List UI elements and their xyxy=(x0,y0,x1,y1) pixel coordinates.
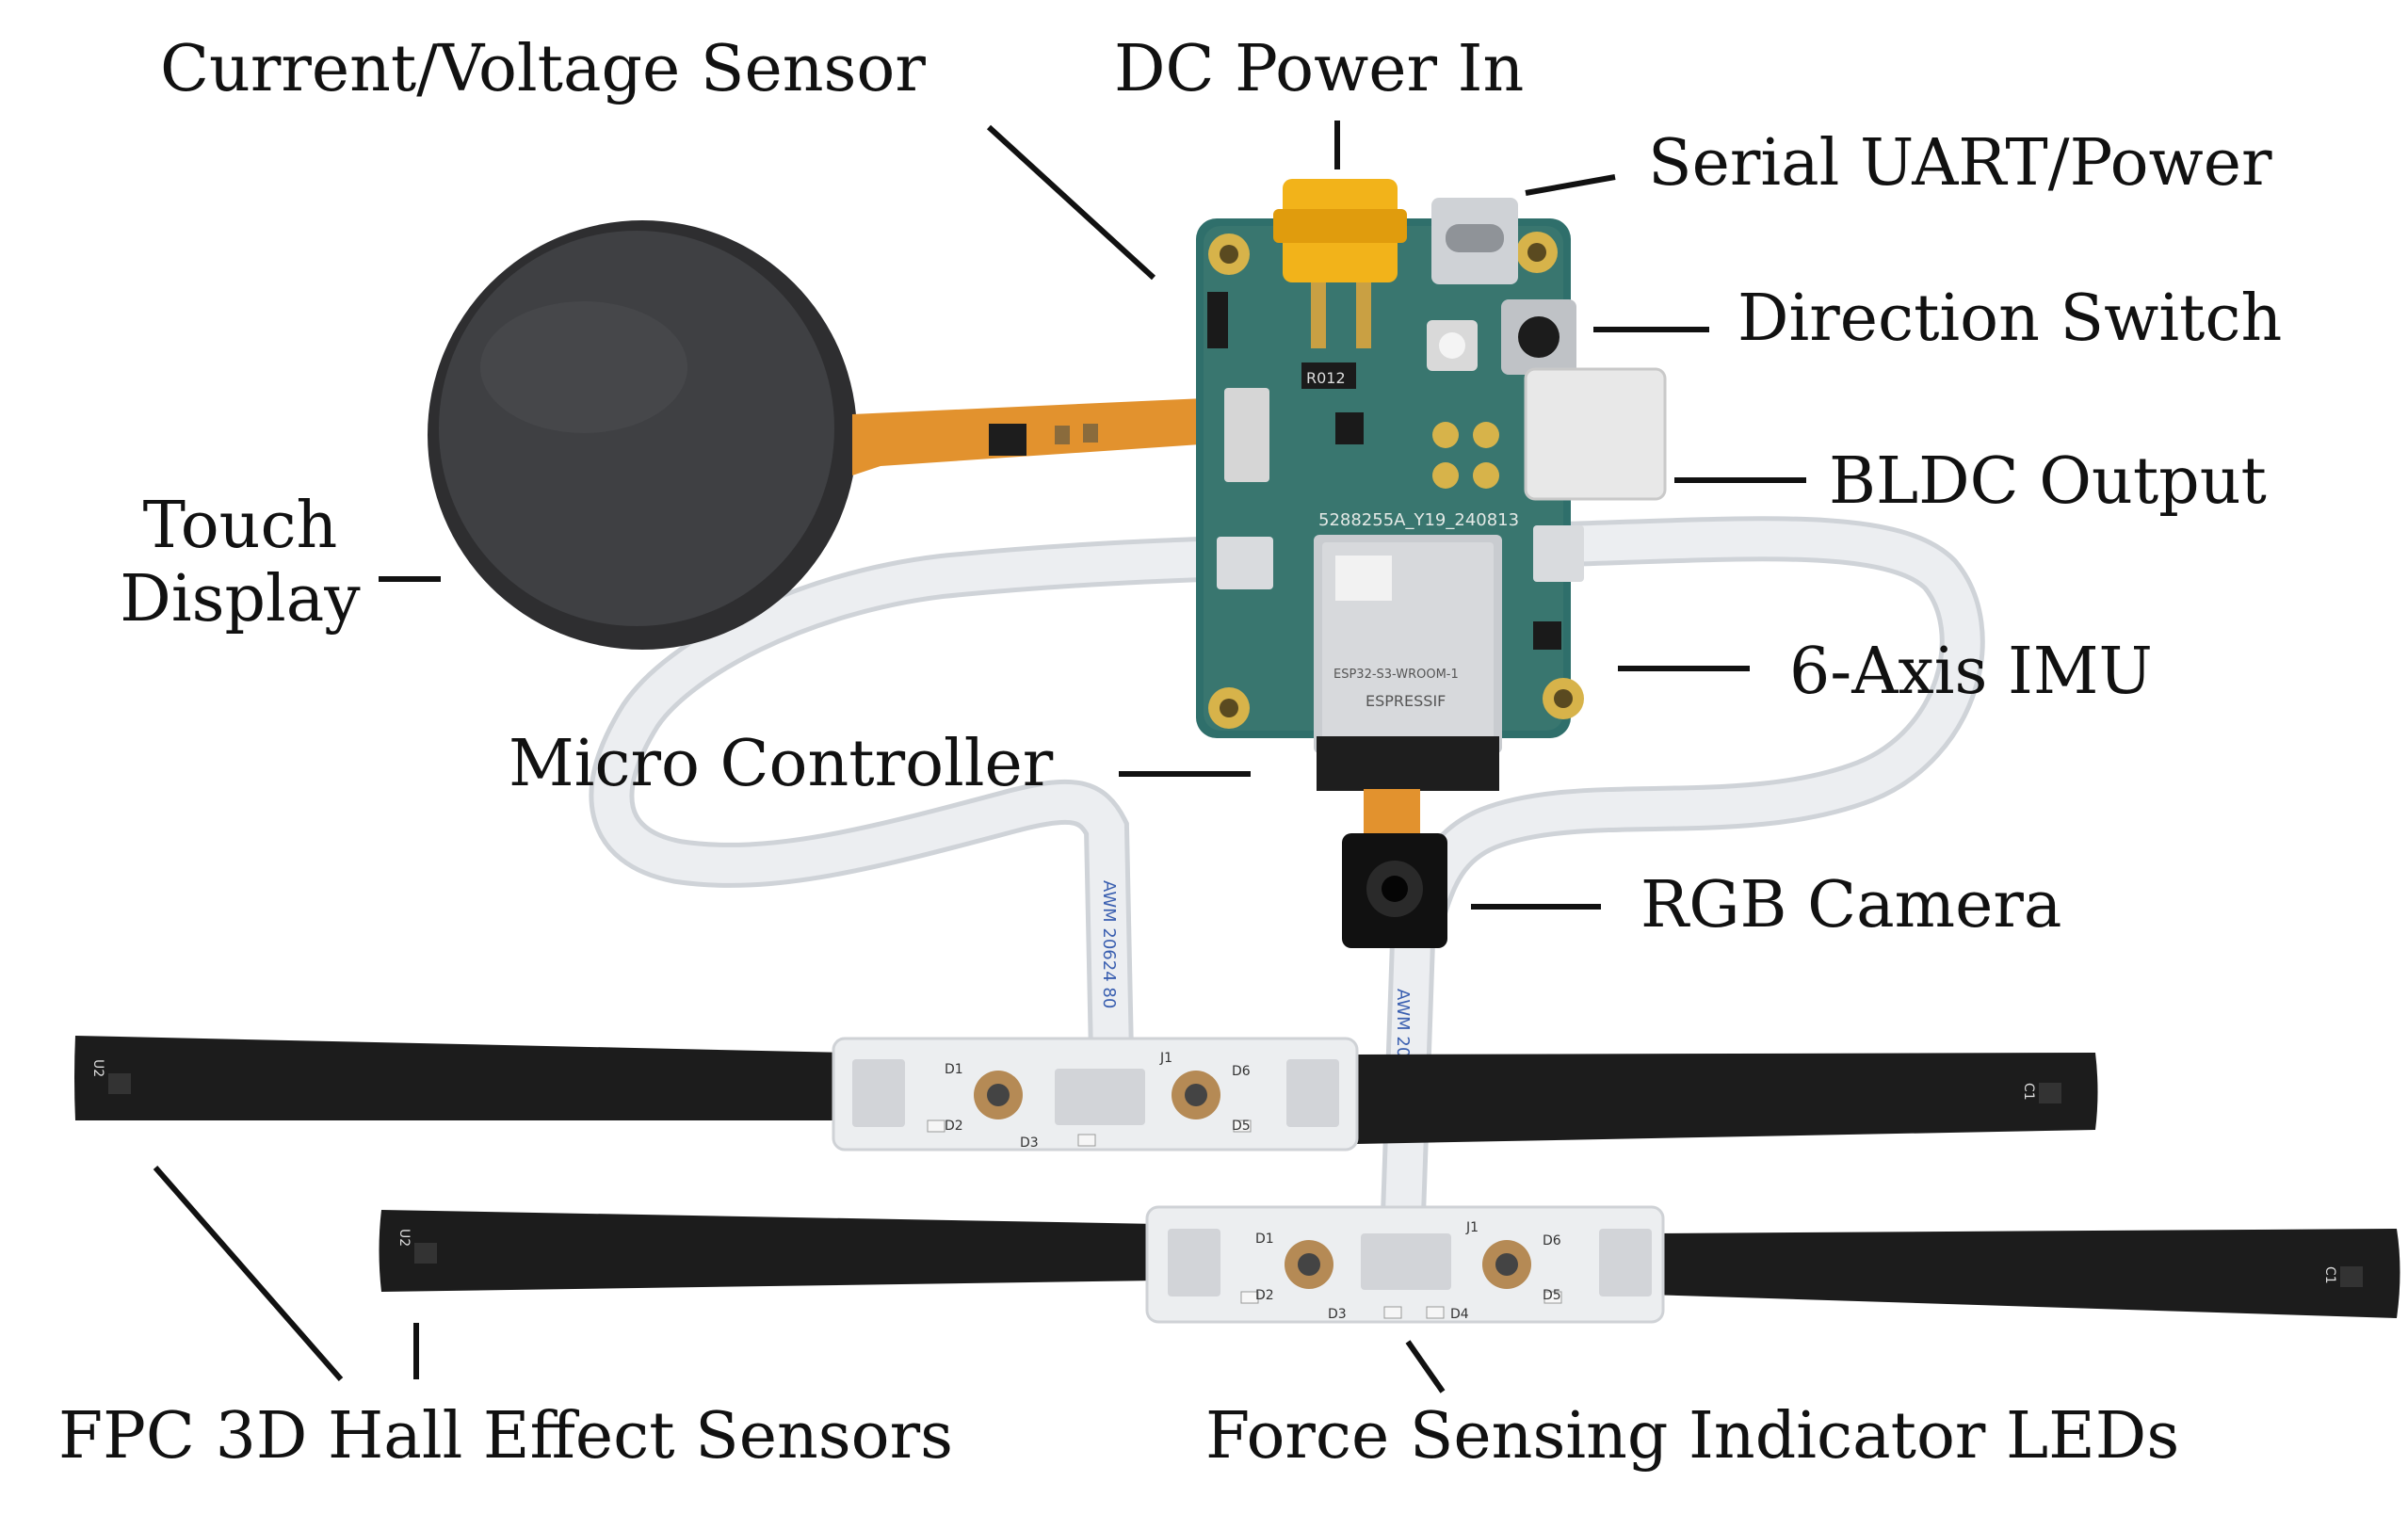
upper-d2-label: D2 xyxy=(945,1119,963,1134)
lower-right-c1-label: C1 xyxy=(2322,1266,2337,1284)
usb-c-connector xyxy=(1431,198,1518,284)
lower-d3-label: D3 xyxy=(1328,1307,1347,1322)
leader-lines xyxy=(153,121,1806,1393)
upper-d5-label: D5 xyxy=(1232,1119,1251,1134)
lower-led xyxy=(1426,1306,1445,1319)
cable-print-awm-upper: AWM 20624 80 xyxy=(1099,880,1119,1008)
board-id-label: 5288255A_Y19_240813 xyxy=(1318,510,1519,530)
lower-sensor-chip-left xyxy=(414,1243,437,1264)
mounting-holes xyxy=(1208,232,1584,729)
lower-d1-label: D1 xyxy=(1255,1232,1274,1247)
upper-flex-right xyxy=(1356,1053,2098,1144)
label-display: Display xyxy=(120,562,361,637)
microcontroller-module: ESP32-S3-WROOM-1 ESPRESSIF xyxy=(1314,535,1502,791)
leader-force-leds xyxy=(1405,1340,1446,1393)
mcu-brand-label: ESPRESSIF xyxy=(1366,692,1446,710)
upper-led xyxy=(1233,1119,1252,1133)
label-touch: Touch xyxy=(142,489,338,563)
upper-d3-label: D3 xyxy=(1020,1135,1039,1151)
lower-j1-label: J1 xyxy=(1465,1220,1479,1235)
touch-display-glass xyxy=(439,231,834,626)
upper-d6-label: D6 xyxy=(1232,1064,1251,1079)
display-connector xyxy=(1224,388,1269,482)
upper-d1-label: D1 xyxy=(945,1062,963,1077)
bldc-output-connector xyxy=(1524,367,1667,501)
label-fpc-hall-sensors: FPC 3D Hall Effect Sensors xyxy=(58,1399,954,1474)
upper-led xyxy=(927,1119,945,1133)
lower-d4-label: D4 xyxy=(1450,1307,1469,1322)
label-rgb-camera: RGB Camera xyxy=(1640,868,2062,942)
upper-left-u2-label: U2 xyxy=(90,1059,105,1077)
upper-connector-j3 xyxy=(852,1059,905,1127)
lower-d5-label: D5 xyxy=(1543,1288,1561,1303)
touch-display xyxy=(428,220,857,650)
upper-led xyxy=(1077,1134,1096,1147)
main-pcb: R012 5288255A_Y19_240813 ESP32-S3-WROOM-… xyxy=(1196,179,1667,791)
leader-current-voltage xyxy=(986,124,1156,281)
ribbon-cables xyxy=(589,516,1985,1237)
lower-connector-j2 xyxy=(1599,1229,1652,1296)
leader-hall-sensor-a xyxy=(153,1166,344,1381)
label-six-axis-imu: 6-Axis IMU xyxy=(1789,635,2153,709)
upper-connector-j2 xyxy=(1286,1059,1339,1127)
shunt-resistor xyxy=(1301,362,1356,389)
lower-sensor-chip-right xyxy=(2340,1266,2363,1287)
antenna-area xyxy=(1317,736,1499,791)
upper-flex-left xyxy=(74,1036,848,1120)
resistor-label: R012 xyxy=(1306,369,1346,387)
upper-sensor-strip: U2 C1 J1 D1 D2 D3 D5 D6 xyxy=(74,1036,2098,1152)
upper-sensor-chip-left xyxy=(108,1073,131,1094)
lower-led xyxy=(1543,1291,1562,1304)
direction-switch xyxy=(1501,299,1576,375)
lower-flex-left xyxy=(379,1210,1158,1292)
lower-d6-label: D6 xyxy=(1543,1233,1561,1248)
label-touch-display: Touch Display xyxy=(104,489,377,637)
display-fpc xyxy=(852,397,1229,475)
mcu-module-label: ESP32-S3-WROOM-1 xyxy=(1333,668,1459,682)
upper-j1-label: J1 xyxy=(1159,1051,1172,1066)
lower-led-board: J1 D1 D2 D3 D4 D5 D6 xyxy=(1145,1205,1665,1324)
label-current-voltage-sensor: Current/Voltage Sensor xyxy=(160,32,926,106)
lower-sensor-strip: U2 C1 J1 D1 D2 D3 D4 D5 D6 xyxy=(379,1205,2400,1324)
leader-serial-uart xyxy=(1525,174,1616,196)
label-force-sensing-leds: Force Sensing Indicator LEDs xyxy=(1205,1399,2180,1474)
imu-chip xyxy=(1533,621,1561,650)
label-micro-controller: Micro Controller xyxy=(509,727,1054,801)
label-bldc-output: BLDC Output xyxy=(1829,444,2267,519)
lower-led xyxy=(1240,1291,1259,1304)
label-serial-uart-power: Serial UART/Power xyxy=(1648,126,2272,201)
label-dc-power-in: DC Power In xyxy=(1114,32,1525,106)
rgb-camera xyxy=(1342,789,1447,948)
lower-connector-j3 xyxy=(1168,1229,1220,1296)
upper-connector-j1 xyxy=(1055,1069,1145,1125)
lower-d2-label: D2 xyxy=(1255,1288,1274,1303)
dc-power-connector xyxy=(1273,179,1407,348)
lower-flex-right xyxy=(1648,1229,2400,1318)
upper-led-board: J1 D1 D2 D3 D5 D6 xyxy=(832,1037,1359,1152)
upper-right-c1-label: C1 xyxy=(2021,1083,2036,1101)
label-direction-switch: Direction Switch xyxy=(1737,282,2283,356)
lower-left-u2-label: U2 xyxy=(396,1229,412,1247)
lower-led xyxy=(1383,1306,1402,1319)
upper-sensor-chip-right xyxy=(2039,1083,2061,1103)
lower-connector-j1 xyxy=(1361,1233,1451,1290)
